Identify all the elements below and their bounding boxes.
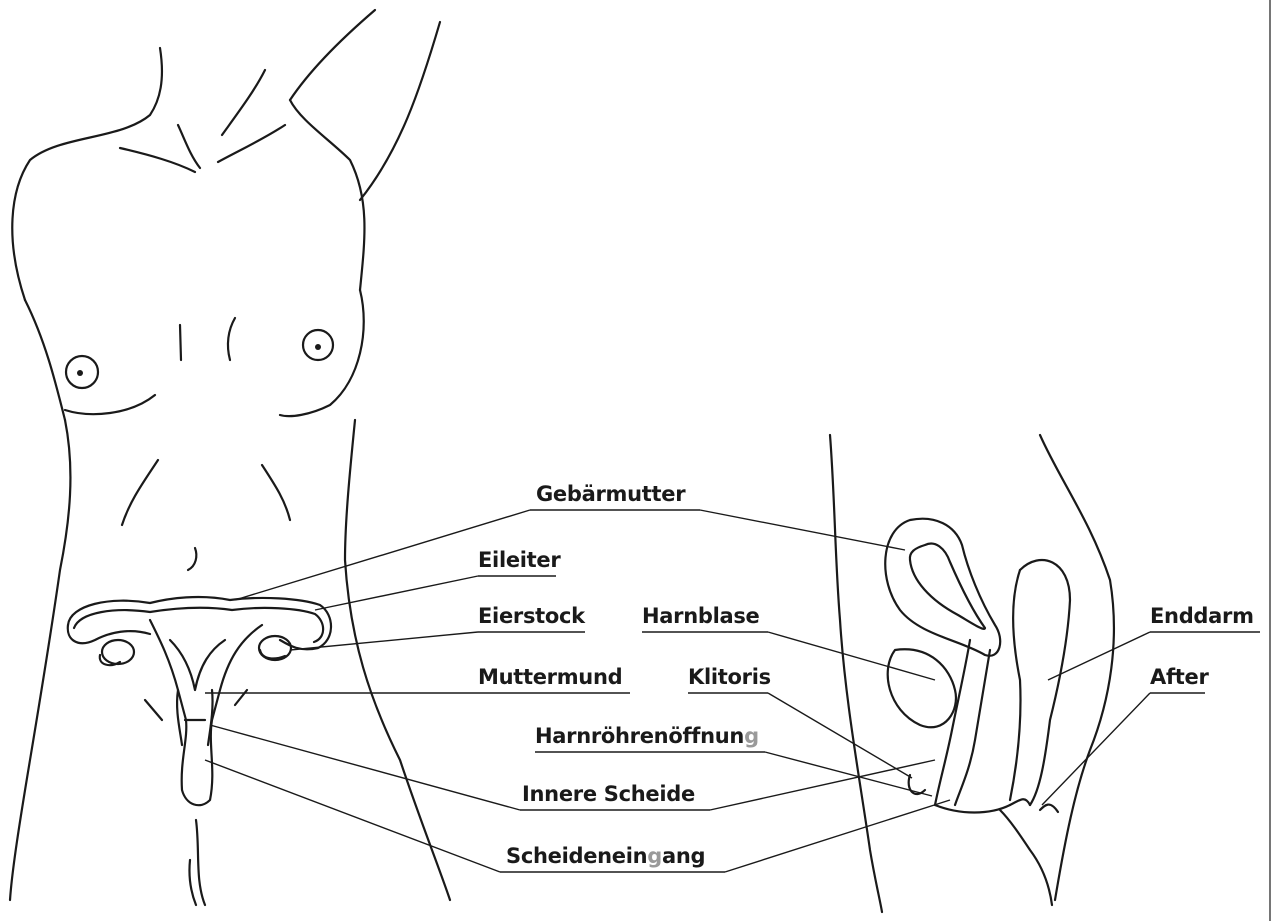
label-eierstock: Eierstock <box>478 606 585 627</box>
label-muttermund: Muttermund <box>478 667 622 688</box>
side-body-outline <box>830 435 1114 912</box>
label-gebaermutter: Gebärmutter <box>536 484 685 505</box>
label-harnroehrenoeffnung-end: g <box>744 724 759 748</box>
label-scheideneingang-main: Scheidenein <box>506 844 647 868</box>
label-scheideneingang: Scheideneingang <box>506 846 705 867</box>
side-organs-drawing <box>885 519 1070 813</box>
front-torso-outline <box>10 10 450 905</box>
label-klitoris: Klitoris <box>688 667 771 688</box>
label-harnroehrenoeffnung-main: Harnröhrenöffnun <box>535 724 744 748</box>
label-eileiter: Eileiter <box>478 550 560 571</box>
label-innere-scheide: Innere Scheide <box>522 784 695 805</box>
label-harnblase: Harnblase <box>642 606 760 627</box>
label-after: After <box>1150 667 1209 688</box>
label-scheideneingang-end: ang <box>662 844 705 868</box>
label-scheideneingang-grey: g <box>647 844 662 868</box>
label-enddarm: Enddarm <box>1150 606 1254 627</box>
label-harnroehrenoeffnung: Harnröhrenöffnung <box>535 726 759 747</box>
leader-lines <box>205 510 1260 872</box>
front-uterus-drawing <box>68 597 331 805</box>
